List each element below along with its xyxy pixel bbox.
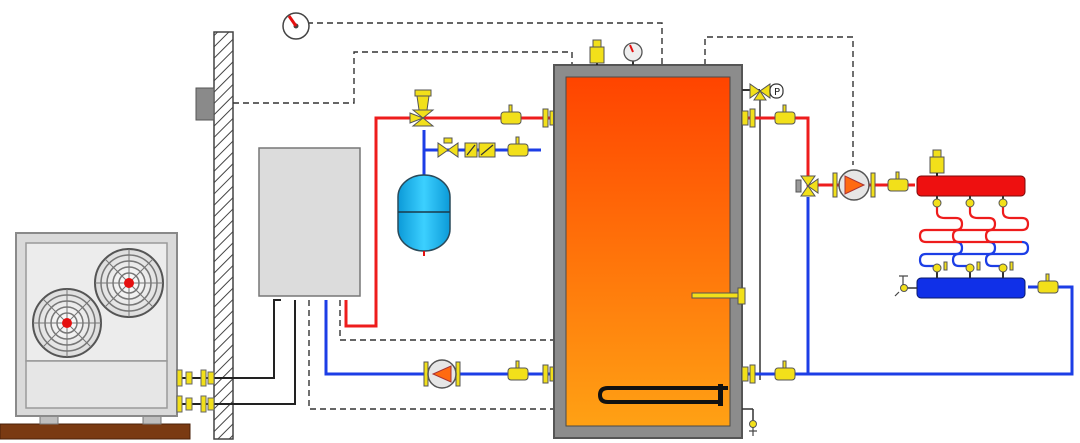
return-manifold [894,275,1026,299]
fan-icon [32,288,102,358]
circulation-pump [423,359,461,389]
air-vent [929,149,945,176]
mixing-valve [795,175,819,197]
outdoor-sensor [195,87,215,121]
wall [213,31,234,440]
ground-slab [0,423,191,440]
fan-icon [94,248,164,318]
heating-pump [832,169,876,201]
heating-loop [984,204,1030,268]
ball-valve-icon [741,104,796,384]
cold-return-pipe [324,300,560,376]
drain-valve [742,408,757,436]
heating-loop [951,204,997,268]
thermometer [623,42,643,65]
hot-flow-pipe [344,116,560,328]
heating-return-pipe [742,285,1074,376]
underfloor-heating-loops [918,204,1030,268]
ball-valve-icon [500,104,557,128]
heat-pump-connections [177,299,296,405]
room-thermostat [282,12,310,40]
safety-valve [409,89,435,127]
fill-line-fittings [437,136,529,158]
pressure-relief-valve: P [742,83,784,380]
pressure-gauge-label: P [774,87,780,98]
flow-manifold [916,149,1026,197]
ball-valve-icon [887,171,1059,294]
outdoor-unit [15,232,178,417]
tank-sensor [691,287,746,305]
signal-lines [233,22,854,410]
heating-flow-pipe [742,116,915,187]
heating-loop [918,204,964,268]
storage-tank [553,64,743,439]
air-vent [589,39,605,65]
loop-valves [932,196,1014,278]
expansion-vessel [397,174,451,256]
ball-valve-icon [507,360,557,384]
indoor-controller [258,147,361,297]
immersion-heater [597,384,728,406]
wall-fittings [176,369,215,413]
